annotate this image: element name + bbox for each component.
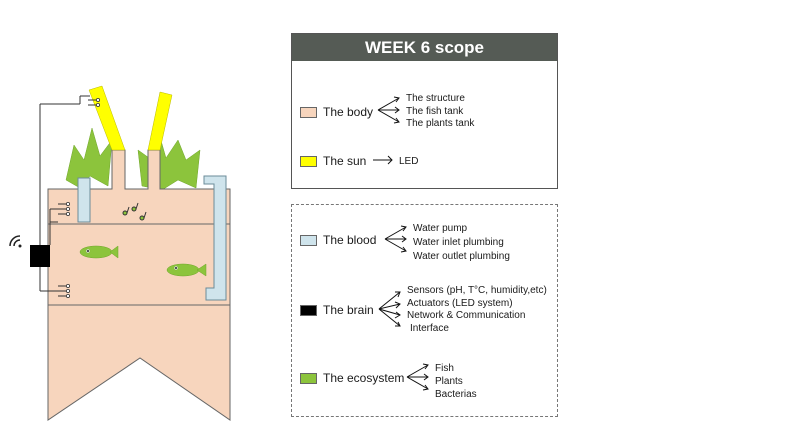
brain-box [30,245,50,267]
list-item: Plants [435,376,463,387]
brain-items: Sensors (pH, T°C, humidity,etc) Actuator… [407,285,547,335]
scope-title: WEEK 6 scope [292,34,557,61]
group-label: The body [323,105,374,119]
ecosystem-items: Fish Plants Bacterias [435,362,477,401]
group-label: The sun [323,154,367,168]
list-item: Actuators (LED system) [407,297,513,309]
list-item: Network & Communication [407,310,526,321]
group-body: The body [300,105,373,119]
branch-arrows [377,96,400,124]
sun-items: LED [399,156,418,169]
list-item: Water inlet plumbing [413,237,504,248]
list-item: The fish tank [406,105,464,117]
group-label: The ecosystem [323,371,405,385]
sensor-wiring [39,95,96,297]
body-swatch [300,106,317,118]
tank-stand [47,304,231,421]
group-sun: The sun [300,154,366,168]
list-item: Fish [435,363,454,374]
list-item: LED [399,156,419,167]
group-ecosystem: The ecosystem [300,371,404,385]
list-item: Interface [410,322,449,334]
branch-arrows [378,291,401,327]
led-beam-right [147,91,173,151]
water-pipes [77,175,227,301]
bacteria-icon [122,202,147,221]
group-label: The blood [323,233,377,247]
systems-panel: The blood Water pump Water inlet plumbin… [291,204,558,417]
brain-swatch [300,304,317,316]
scope-panel: WEEK 6 scope The body The structure The … [291,33,558,189]
body-items: The structure The fish tank The plants t… [406,93,474,131]
branch-arrows [406,363,429,391]
aquaponics-illustration [9,85,231,421]
arrow-icon [373,155,393,165]
group-blood: The blood [300,233,376,247]
list-item: Sensors (pH, T°C, humidity,etc) [407,285,547,296]
blood-items: Water pump Water inlet plumbing Water ou… [413,222,510,264]
wifi-icon [9,235,22,248]
list-item: The plants tank [406,118,475,129]
group-brain: The brain [300,303,374,317]
list-item: Water pump [413,223,468,234]
list-item: The structure [406,93,465,104]
list-item: Water outlet plumbing [413,251,510,262]
sun-swatch [300,155,317,167]
ecosystem-swatch [300,372,317,384]
group-label: The brain [323,303,374,317]
blood-swatch [300,234,317,246]
branch-arrows [384,225,407,253]
fish-icon [79,245,207,277]
list-item: Bacterias [435,389,477,400]
sensor-connectors [66,98,101,298]
